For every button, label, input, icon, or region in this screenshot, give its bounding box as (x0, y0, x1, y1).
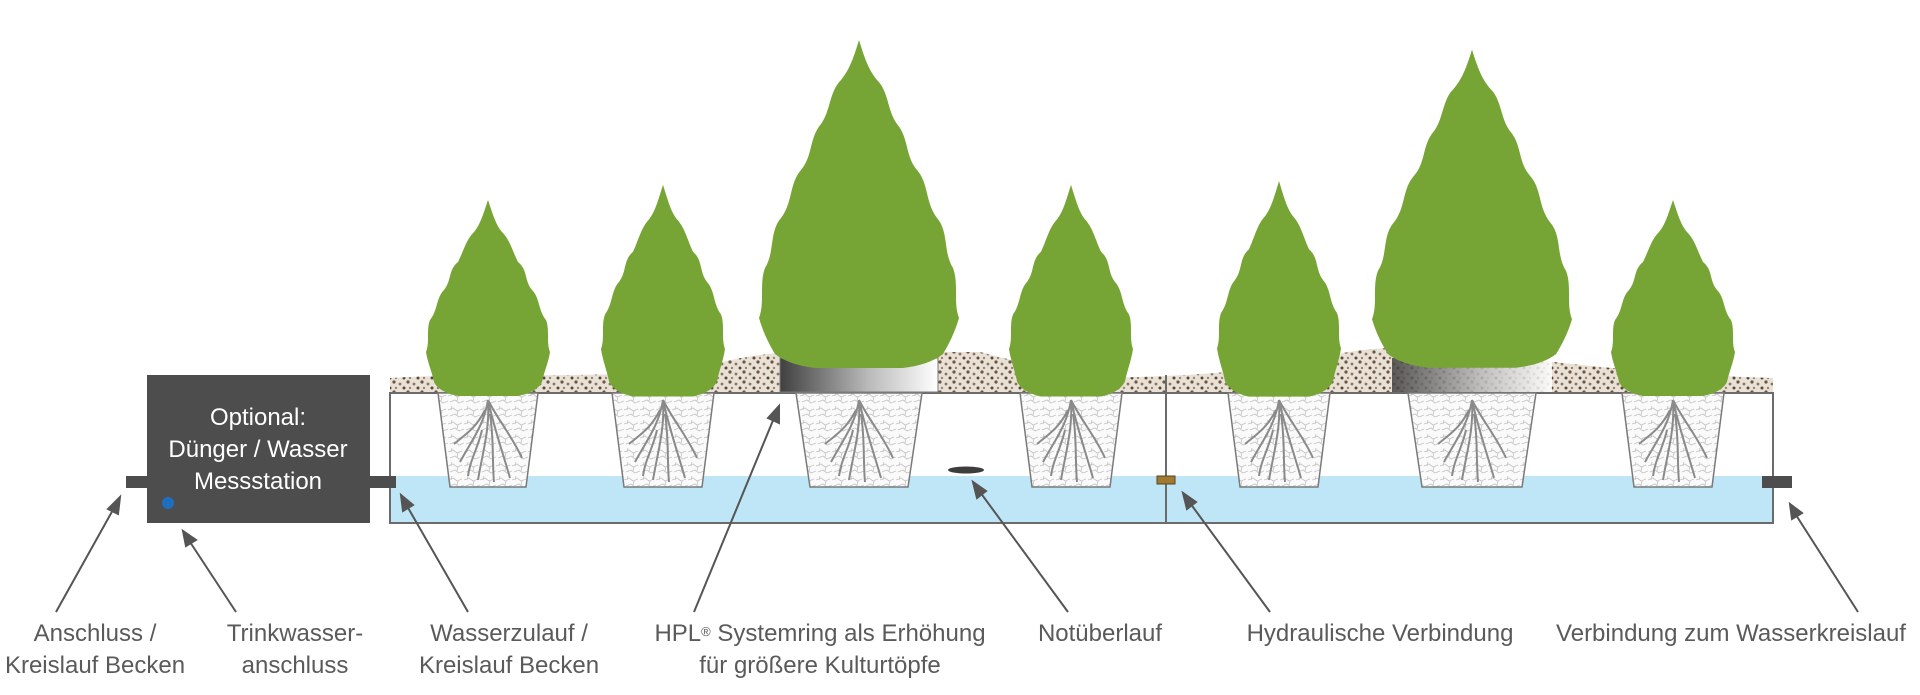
station-line-3: Messstation (193, 468, 323, 495)
arrow-hpl (693, 403, 780, 613)
tree-2 (601, 184, 725, 397)
tree-3 (759, 40, 959, 368)
pot-5 (1227, 392, 1331, 488)
pot-7 (1621, 392, 1725, 488)
arrow-notueberlauf (971, 479, 1069, 613)
station-line-1: Optional: (209, 404, 307, 431)
arrow-wasserzulauf (399, 492, 469, 613)
tree-5 (1217, 181, 1341, 397)
overflow-opening (948, 466, 984, 474)
station-line-2: Dünger / Wasser (168, 436, 348, 463)
pot-2 (611, 392, 715, 488)
pipe-left-inlet (126, 476, 148, 488)
drinking-water-connector-dot (162, 497, 174, 509)
pots (437, 392, 1725, 488)
pot-4 (1019, 392, 1123, 488)
label-anschluss: Anschluss / Kreislauf Becken (4, 620, 186, 679)
pot-6 (1407, 392, 1537, 488)
hydraulic-fitting (1156, 475, 1176, 485)
arrow-hydraulisch (1181, 490, 1271, 613)
label-hpl: HPL® Systemring als Erhöhung für größere… (654, 620, 986, 679)
tree-7 (1611, 200, 1735, 396)
arrow-anschluss (55, 494, 122, 613)
measuring-station-label: Optional: Dünger / Wasser Messstation (148, 402, 368, 498)
label-wasserkreislauf: Verbindung zum Wasserkreislauf (1556, 620, 1906, 647)
pipe-station-outlet (368, 476, 396, 488)
tree-4 (1009, 184, 1133, 397)
pipe-right-outlet (1762, 476, 1792, 488)
tree-1 (426, 200, 550, 396)
tree-6 (1372, 49, 1572, 368)
pot-3 (795, 392, 923, 488)
label-hydraulisch: Hydraulische Verbindung (1246, 620, 1514, 647)
label-trinkwasser: Trinkwasser- anschluss (226, 620, 364, 679)
measuring-station-box (147, 375, 370, 523)
label-notueberlauf: Notüberlauf (1037, 620, 1163, 647)
arrow-trinkwasser (181, 528, 237, 613)
trees (426, 40, 1735, 397)
label-wasserzulauf: Wasserzulauf / Kreislauf Becken (418, 620, 600, 679)
arrow-wasserkreislauf (1788, 501, 1859, 613)
callout-arrows (55, 403, 1859, 613)
pot-1 (437, 392, 539, 488)
